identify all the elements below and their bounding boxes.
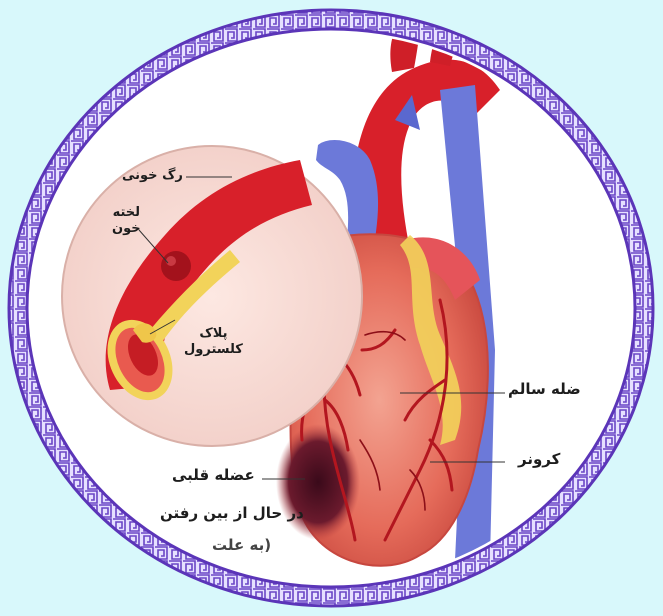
- label-blood-vessel: رگ خونی: [122, 168, 183, 184]
- label-blood-clot: لخته خون: [112, 205, 141, 238]
- label-healthy-muscle: ضله سالم: [508, 380, 581, 399]
- label-coronary: کرونر: [518, 450, 560, 469]
- label-cholesterol-plaque: پلاک کلسترول: [184, 326, 243, 359]
- blood-clot: [161, 251, 191, 281]
- label-dying-muscle-title: عضله قلبی: [172, 466, 255, 485]
- artery-zoom-bubble: [62, 146, 362, 446]
- label-dying-muscle-line3: (به علت: [212, 536, 271, 555]
- label-dying-muscle-line2: در حال از بین رفتن: [160, 504, 304, 523]
